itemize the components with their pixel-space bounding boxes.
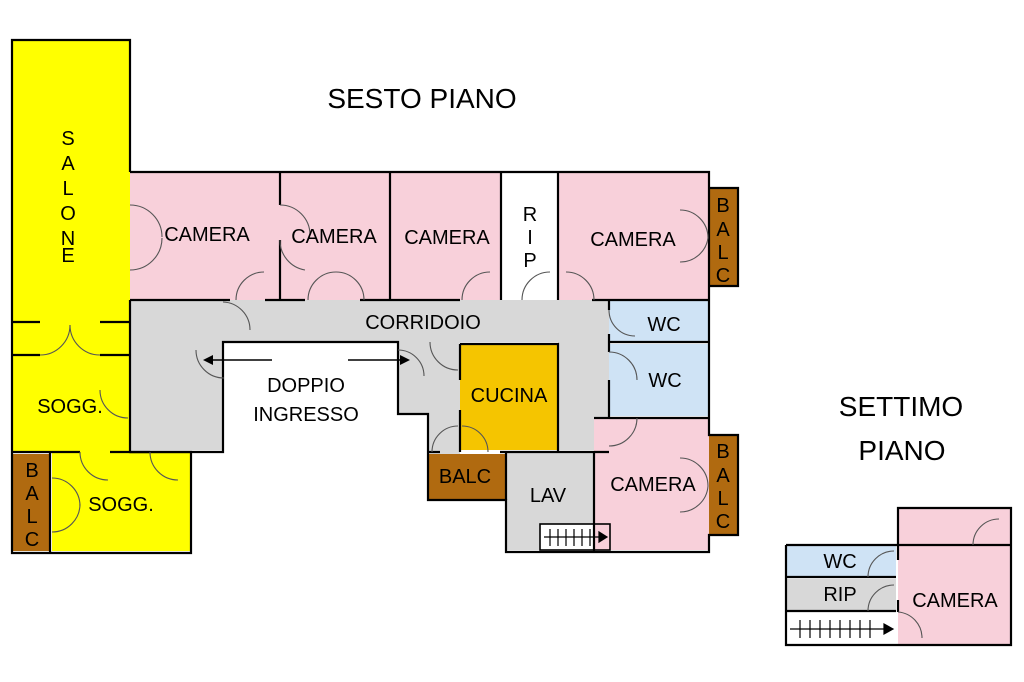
sogg-1-label: SOGG. [37, 396, 103, 418]
camera-1-room [130, 172, 280, 300]
arrow-left-head [203, 355, 213, 365]
sesto-piano-fills [12, 40, 738, 551]
camera-2-room [280, 172, 390, 300]
sesto-piano-walls [10, 38, 740, 555]
salone-letter-6: E [61, 245, 74, 267]
arrow-right-head [400, 355, 410, 365]
ingresso-label: INGRESSO [253, 404, 359, 426]
salone-letter-3: L [62, 178, 73, 200]
corridor-center-block [398, 342, 460, 414]
settimo-wc-label: WC [823, 551, 856, 573]
balc-left-room [13, 454, 50, 551]
camera-5-room [594, 418, 709, 550]
sesto-piano-doors [39, 204, 709, 533]
wc-1-room [609, 300, 709, 342]
cucina-label: CUCINA [471, 385, 548, 407]
settimo-camera-label: CAMERA [912, 590, 998, 612]
salone-letter-4: O [60, 203, 76, 225]
sogg-2-label: SOGG. [88, 494, 154, 516]
settimo-camera-room [898, 508, 1011, 645]
balc-left-letter-1: B [25, 460, 38, 482]
corridor-center-lower [428, 414, 460, 454]
balc-top-right-letter-2: A [716, 219, 730, 241]
wc-2-room [609, 344, 709, 416]
salone-letter-1: S [61, 128, 74, 150]
camera-3-room [390, 172, 501, 300]
settimo-piano-title-line2: PIANO [858, 435, 945, 466]
lav-label: LAV [530, 485, 567, 507]
wc-2-label: WC [648, 370, 681, 392]
sesto-piano-title: SESTO PIANO [327, 83, 516, 114]
balc-left-letter-4: C [25, 529, 39, 551]
settimo-rip-room [786, 579, 896, 611]
balc-bottom-right-letter-2: A [716, 465, 730, 487]
balc-left-letter-3: L [26, 506, 37, 528]
settimo-rip-label: RIP [823, 584, 856, 606]
balc-bottom-right-letter-4: C [716, 511, 730, 533]
wc-1-label: WC [647, 314, 680, 336]
entrance-arrows [203, 355, 410, 365]
rip-room [501, 172, 558, 300]
cucina-room [460, 344, 558, 450]
camera-4-room [558, 172, 709, 300]
balc-left-letter-2: A [25, 483, 39, 505]
balc-top-right-letter-4: C [716, 265, 730, 287]
settimo-piano [784, 506, 1013, 647]
sogg-room-bottom [52, 452, 191, 551]
doppio-label: DOPPIO [267, 375, 345, 397]
balc-bottom-right-letter-1: B [716, 441, 729, 463]
camera-5-label: CAMERA [610, 474, 696, 496]
corridoio-room [130, 300, 609, 342]
balc-small-label: BALC [439, 466, 491, 488]
rip-letter-2: I [527, 227, 533, 249]
rip-letter-1: R [523, 204, 537, 226]
stairs-settimo [790, 620, 895, 638]
settimo-wc-room [786, 545, 896, 577]
balc-top-right-letter-1: B [716, 195, 729, 217]
balc-top-right-room [709, 188, 738, 286]
balc-bottom-right-letter-3: L [717, 488, 728, 510]
balc-bottom-right-room [709, 435, 738, 535]
balc-top-right-letter-3: L [717, 242, 728, 264]
rip-letter-3: P [523, 250, 536, 272]
camera-1-label: CAMERA [164, 224, 250, 246]
camera-3-label: CAMERA [404, 227, 490, 249]
salone-letter-5: N [61, 228, 75, 250]
salone-room [12, 40, 130, 452]
salone-letter-2: A [61, 153, 75, 175]
camera-2-label: CAMERA [291, 226, 377, 248]
camera-4-label: CAMERA [590, 229, 676, 251]
corridoio-label: CORRIDOIO [365, 312, 481, 334]
settimo-piano-title-line1: SETTIMO [839, 391, 963, 422]
balc-small-room [428, 454, 506, 500]
stairs-sesto [544, 529, 609, 546]
